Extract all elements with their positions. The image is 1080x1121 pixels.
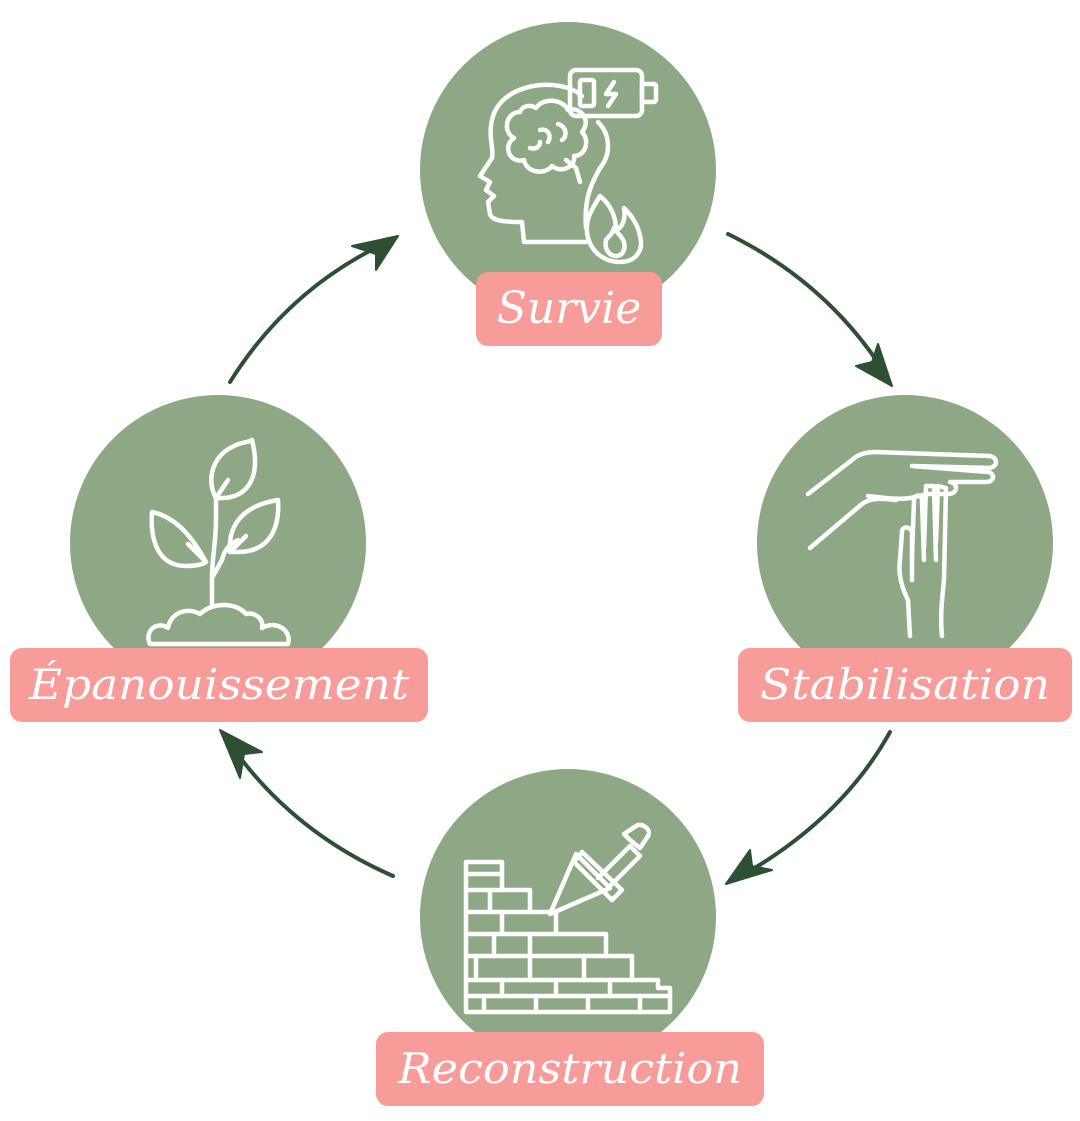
arrow-epanouissement-to-survie [228, 235, 399, 384]
stage-circle-stabilisation [757, 395, 1053, 691]
growing-plant-icon [146, 437, 291, 647]
stage-circle-epanouissement [70, 395, 366, 691]
label-survie-text: Survie [497, 283, 641, 334]
arrow-survie-to-stabilisation [726, 232, 893, 387]
steady-hands-icon [805, 449, 999, 639]
arrow-reconstruction-to-epanouissement [219, 729, 395, 878]
label-stabilisation: Stabilisation [738, 648, 1072, 722]
label-reconstruction: Reconstruction [376, 1032, 764, 1106]
arrow-stabilisation-to-reconstruction [725, 730, 892, 885]
exhausted-brain-battery-fire-icon [477, 67, 659, 265]
label-survie: Survie [476, 272, 662, 346]
brick-wall-trowel-icon [463, 822, 673, 1015]
label-reconstruction-text: Reconstruction [397, 1044, 742, 1093]
label-epanouissement-text: Épanouissement [28, 659, 409, 709]
label-epanouissement: Épanouissement [10, 648, 428, 722]
label-stabilisation-text: Stabilisation [760, 660, 1050, 709]
